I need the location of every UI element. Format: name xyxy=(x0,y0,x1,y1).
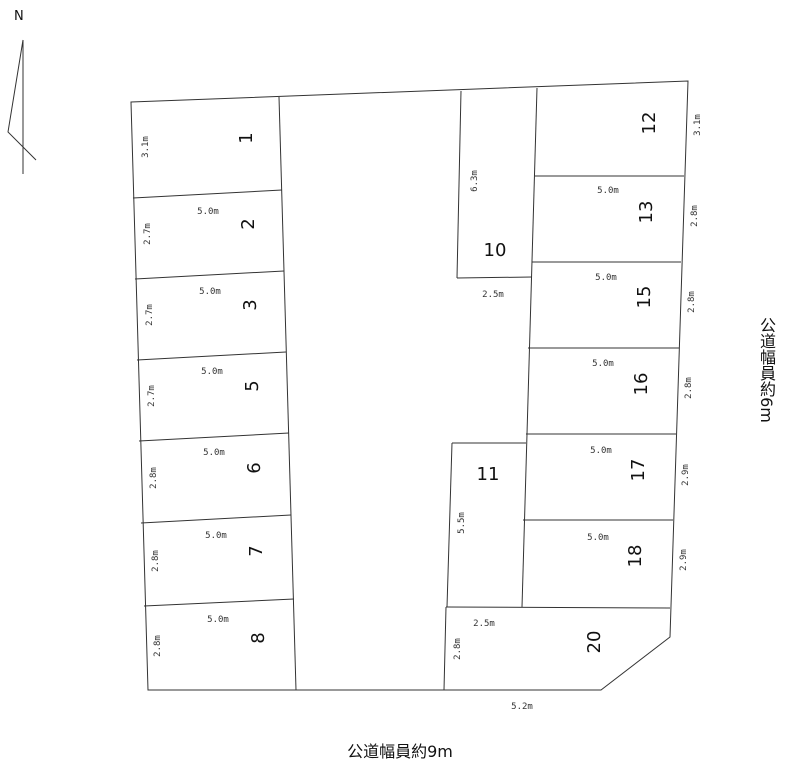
lot-10-number: 10 xyxy=(484,240,507,261)
lot-13-depth: 2.8m xyxy=(690,205,700,227)
lot-8-number: 8 xyxy=(248,632,269,643)
lot-20-depth: 2.8m xyxy=(453,638,463,660)
lot-5-number: 5 xyxy=(242,380,263,391)
lot-15-width: 5.0m xyxy=(595,273,617,283)
lot-2-width: 5.0m xyxy=(197,207,219,217)
lot-3-width: 5.0m xyxy=(199,287,221,297)
lot-20-top-width: 2.5m xyxy=(473,619,495,629)
lot-6-number: 6 xyxy=(244,462,265,473)
lot-12-number: 12 xyxy=(639,112,660,135)
lot-3-number: 3 xyxy=(240,299,261,310)
lot-10-outline xyxy=(456,90,533,279)
lot-3-depth: 2.7m xyxy=(145,304,155,326)
lot-2-depth: 2.7m xyxy=(143,223,153,245)
lot-18-number: 18 xyxy=(625,545,646,568)
lot-8-width: 5.0m xyxy=(207,615,229,625)
lot-5-depth: 2.7m xyxy=(147,385,157,407)
right-column-lots xyxy=(521,87,684,608)
lot-12-depth: 3.1m xyxy=(693,114,703,136)
south-road-label: 公道幅員約9m xyxy=(347,742,453,761)
lot-13-number: 13 xyxy=(636,201,657,224)
north-arrow-icon xyxy=(7,39,37,174)
lot-17-depth: 2.9m xyxy=(681,464,691,486)
left-column-lots xyxy=(132,96,297,691)
lot-11-depth: 5.5m xyxy=(457,512,467,534)
lot-11-outline xyxy=(446,442,526,608)
lot-16-width: 5.0m xyxy=(592,359,614,369)
lot-1-number: 1 xyxy=(236,132,257,143)
lot-20-number: 20 xyxy=(584,631,605,654)
east-road-label: 公道幅員約6m xyxy=(757,317,776,423)
site-boundary xyxy=(130,80,689,691)
lot-6-depth: 2.8m xyxy=(149,467,159,489)
lot-15-number: 15 xyxy=(634,286,655,309)
lot-20-bottom-width: 5.2m xyxy=(511,702,533,712)
lot-11-number: 11 xyxy=(477,464,500,485)
lot-8-depth: 2.8m xyxy=(153,635,163,657)
lot-16-depth: 2.8m xyxy=(684,377,694,399)
lot-10-bottom-width: 2.5m xyxy=(482,290,504,300)
lot-6-width: 5.0m xyxy=(203,448,225,458)
lot-10-depth: 6.3m xyxy=(470,170,480,192)
lot-7-width: 5.0m xyxy=(205,531,227,541)
lot-13-width: 5.0m xyxy=(597,186,619,196)
lot-17-number: 17 xyxy=(628,459,649,482)
lot-2-number: 2 xyxy=(238,218,259,229)
lot-18-depth: 2.9m xyxy=(679,549,689,571)
lot-18-width: 5.0m xyxy=(587,533,609,543)
lot-17-width: 5.0m xyxy=(590,446,612,456)
lot-16-number: 16 xyxy=(631,373,652,396)
lot-20-outline xyxy=(443,606,671,691)
lot-1-depth: 3.1m xyxy=(141,136,151,158)
lot-7-depth: 2.8m xyxy=(151,550,161,572)
lot-15-depth: 2.8m xyxy=(687,291,697,313)
lot-7-number: 7 xyxy=(246,545,267,556)
lot-5-width: 5.0m xyxy=(201,367,223,377)
north-label: N xyxy=(14,9,24,24)
